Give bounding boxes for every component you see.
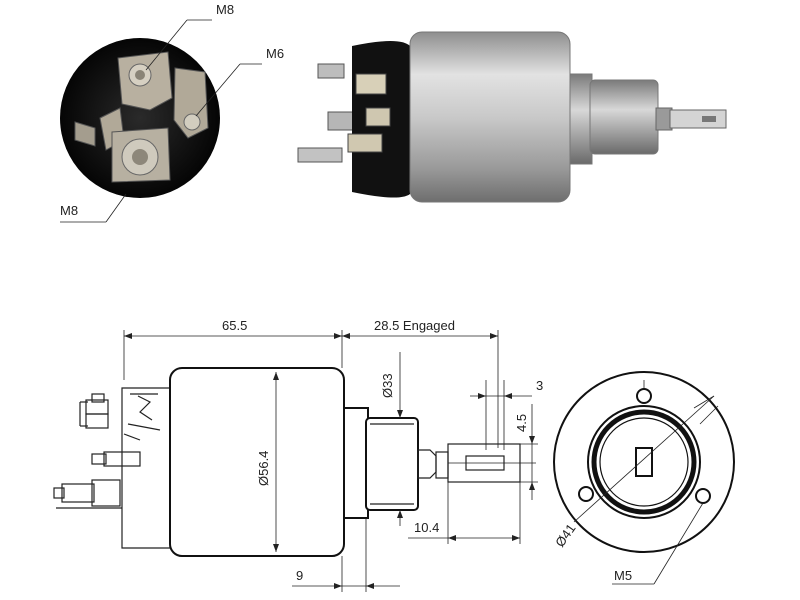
dim-plunger-length: 10.4 bbox=[414, 520, 439, 535]
end-cap-photo bbox=[60, 38, 220, 198]
side-photo bbox=[297, 31, 727, 203]
callout-top-m8: M8 bbox=[216, 2, 234, 17]
dimension-labels: 65.5 28.5 Engaged Ø56.4 Ø33 3 4.5 10.4 9 bbox=[222, 318, 543, 583]
callout-right-m6: M6 bbox=[266, 46, 284, 61]
callout-bottom-m8: M8 bbox=[60, 203, 78, 218]
dim-body-diameter: Ø56.4 bbox=[256, 451, 271, 486]
dim-bolt-circle: Ø41 bbox=[552, 521, 578, 550]
photo-callouts: M8 M6 M8 bbox=[60, 2, 284, 223]
dim-engaged-stroke: 28.5 Engaged bbox=[374, 318, 455, 333]
flange-front-view bbox=[553, 371, 735, 585]
dim-overall-length: 65.5 bbox=[222, 318, 247, 333]
dim-plunger-width: 4.5 bbox=[514, 414, 529, 432]
dim-mount-thread: M5 bbox=[614, 568, 632, 583]
side-drawing bbox=[53, 367, 536, 557]
dim-flange-thickness: 9 bbox=[296, 568, 303, 583]
dimension-lines bbox=[123, 330, 538, 592]
dim-plunger-slot: 3 bbox=[536, 378, 543, 393]
dim-nose-diameter: Ø33 bbox=[380, 373, 395, 398]
